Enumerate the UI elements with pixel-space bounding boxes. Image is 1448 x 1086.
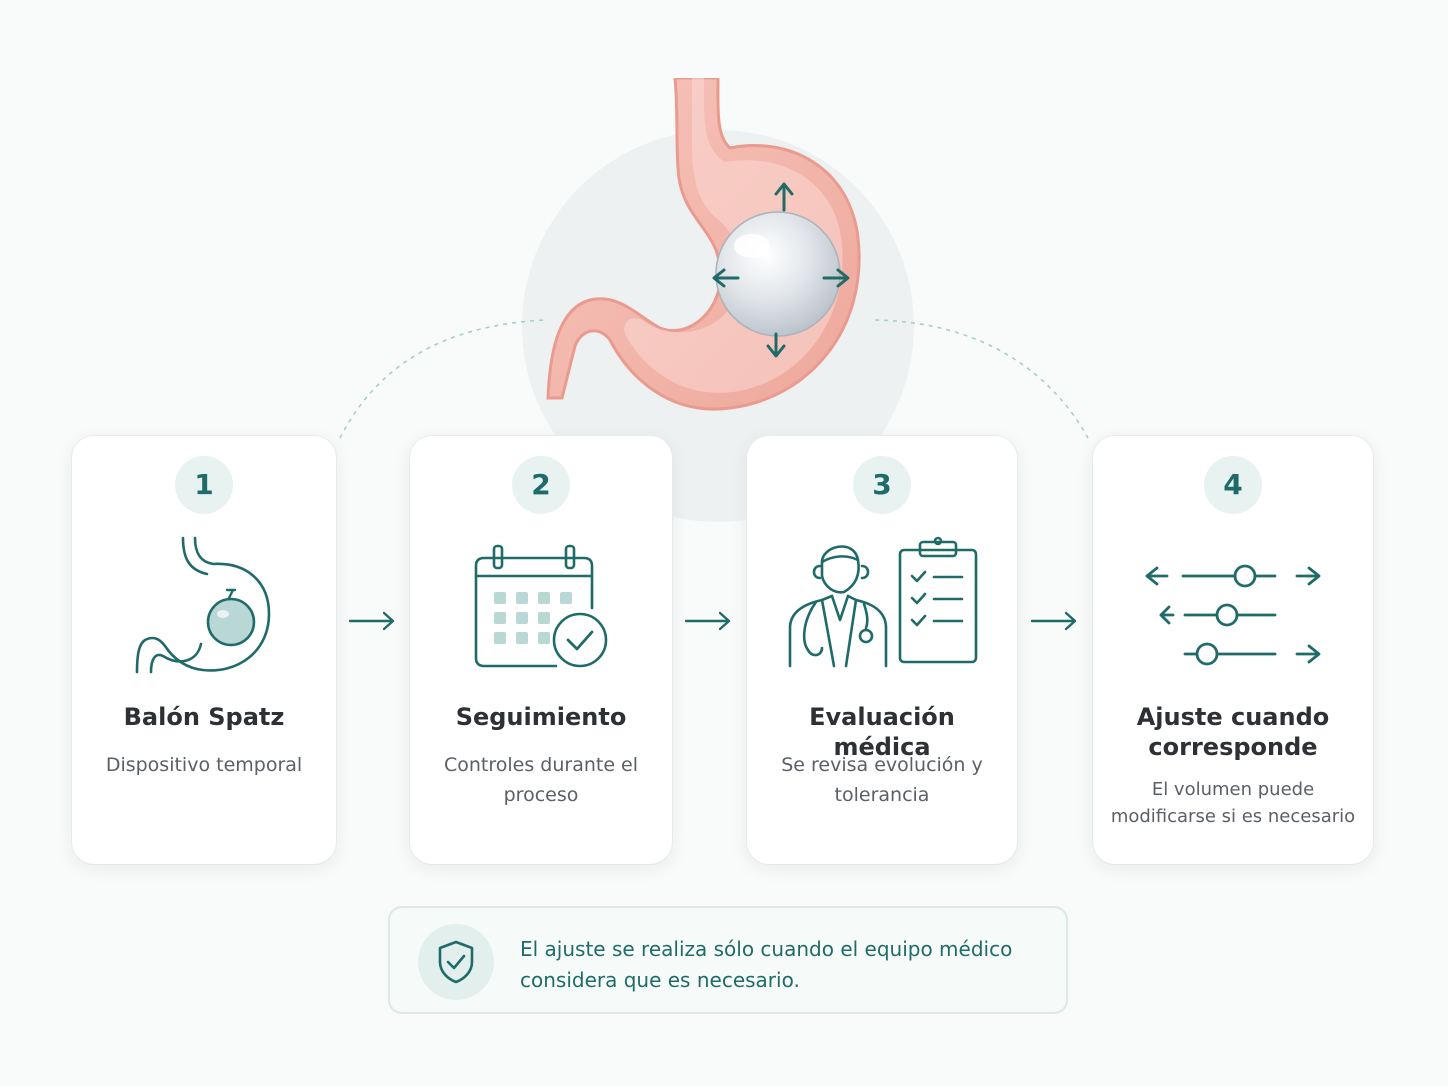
step-title: Ajuste cuando corresponde <box>1136 703 1330 761</box>
arrow-right-icon <box>348 611 395 631</box>
step-description: Dispositivo temporal <box>105 754 303 776</box>
step-number-badge: 2 <box>512 456 570 514</box>
dashed-connector-arcs <box>339 319 1089 439</box>
step-description: El volumen puede modificarse si es neces… <box>1110 779 1356 827</box>
stomach-balloon-icon <box>135 536 271 674</box>
step-number-badge: 4 <box>1204 456 1262 514</box>
step-number-badge: 3 <box>853 456 911 514</box>
step-description: Se revisa evolución y tolerancia <box>781 754 983 806</box>
arrow-right-icon <box>1030 611 1077 631</box>
step-title: Seguimiento <box>455 703 627 731</box>
info-note: El ajuste se realiza sólo cuando el equi… <box>388 906 1068 1014</box>
calendar-check-icon <box>474 544 608 668</box>
note-icon-circle <box>418 924 494 1000</box>
adjustment-sliders-icon <box>1145 564 1321 666</box>
stomach-balloon-illustration <box>546 78 861 411</box>
step-card-2: 2 Seguimiento Controles durante el proce… <box>410 436 672 864</box>
step-description: Controles durante el proceso <box>443 754 639 806</box>
step-card-3: 3 Evaluación <box>747 436 1017 864</box>
doctor-clipboard-icon <box>788 536 978 668</box>
step-card-4: 4 Ajuste cuando corresponde El volumen p… <box>1093 436 1373 864</box>
step-title: Evaluación médica <box>809 703 955 761</box>
shield-check-icon <box>438 940 474 984</box>
note-text: El ajuste se realiza sólo cuando el equi… <box>520 937 1013 992</box>
arrow-right-icon <box>684 611 731 631</box>
step-title: Balón Spatz <box>123 703 285 731</box>
step-number-badge: 1 <box>175 456 233 514</box>
step-card-1: 1 Balón Spatz Dispositivo temporal <box>72 436 336 864</box>
